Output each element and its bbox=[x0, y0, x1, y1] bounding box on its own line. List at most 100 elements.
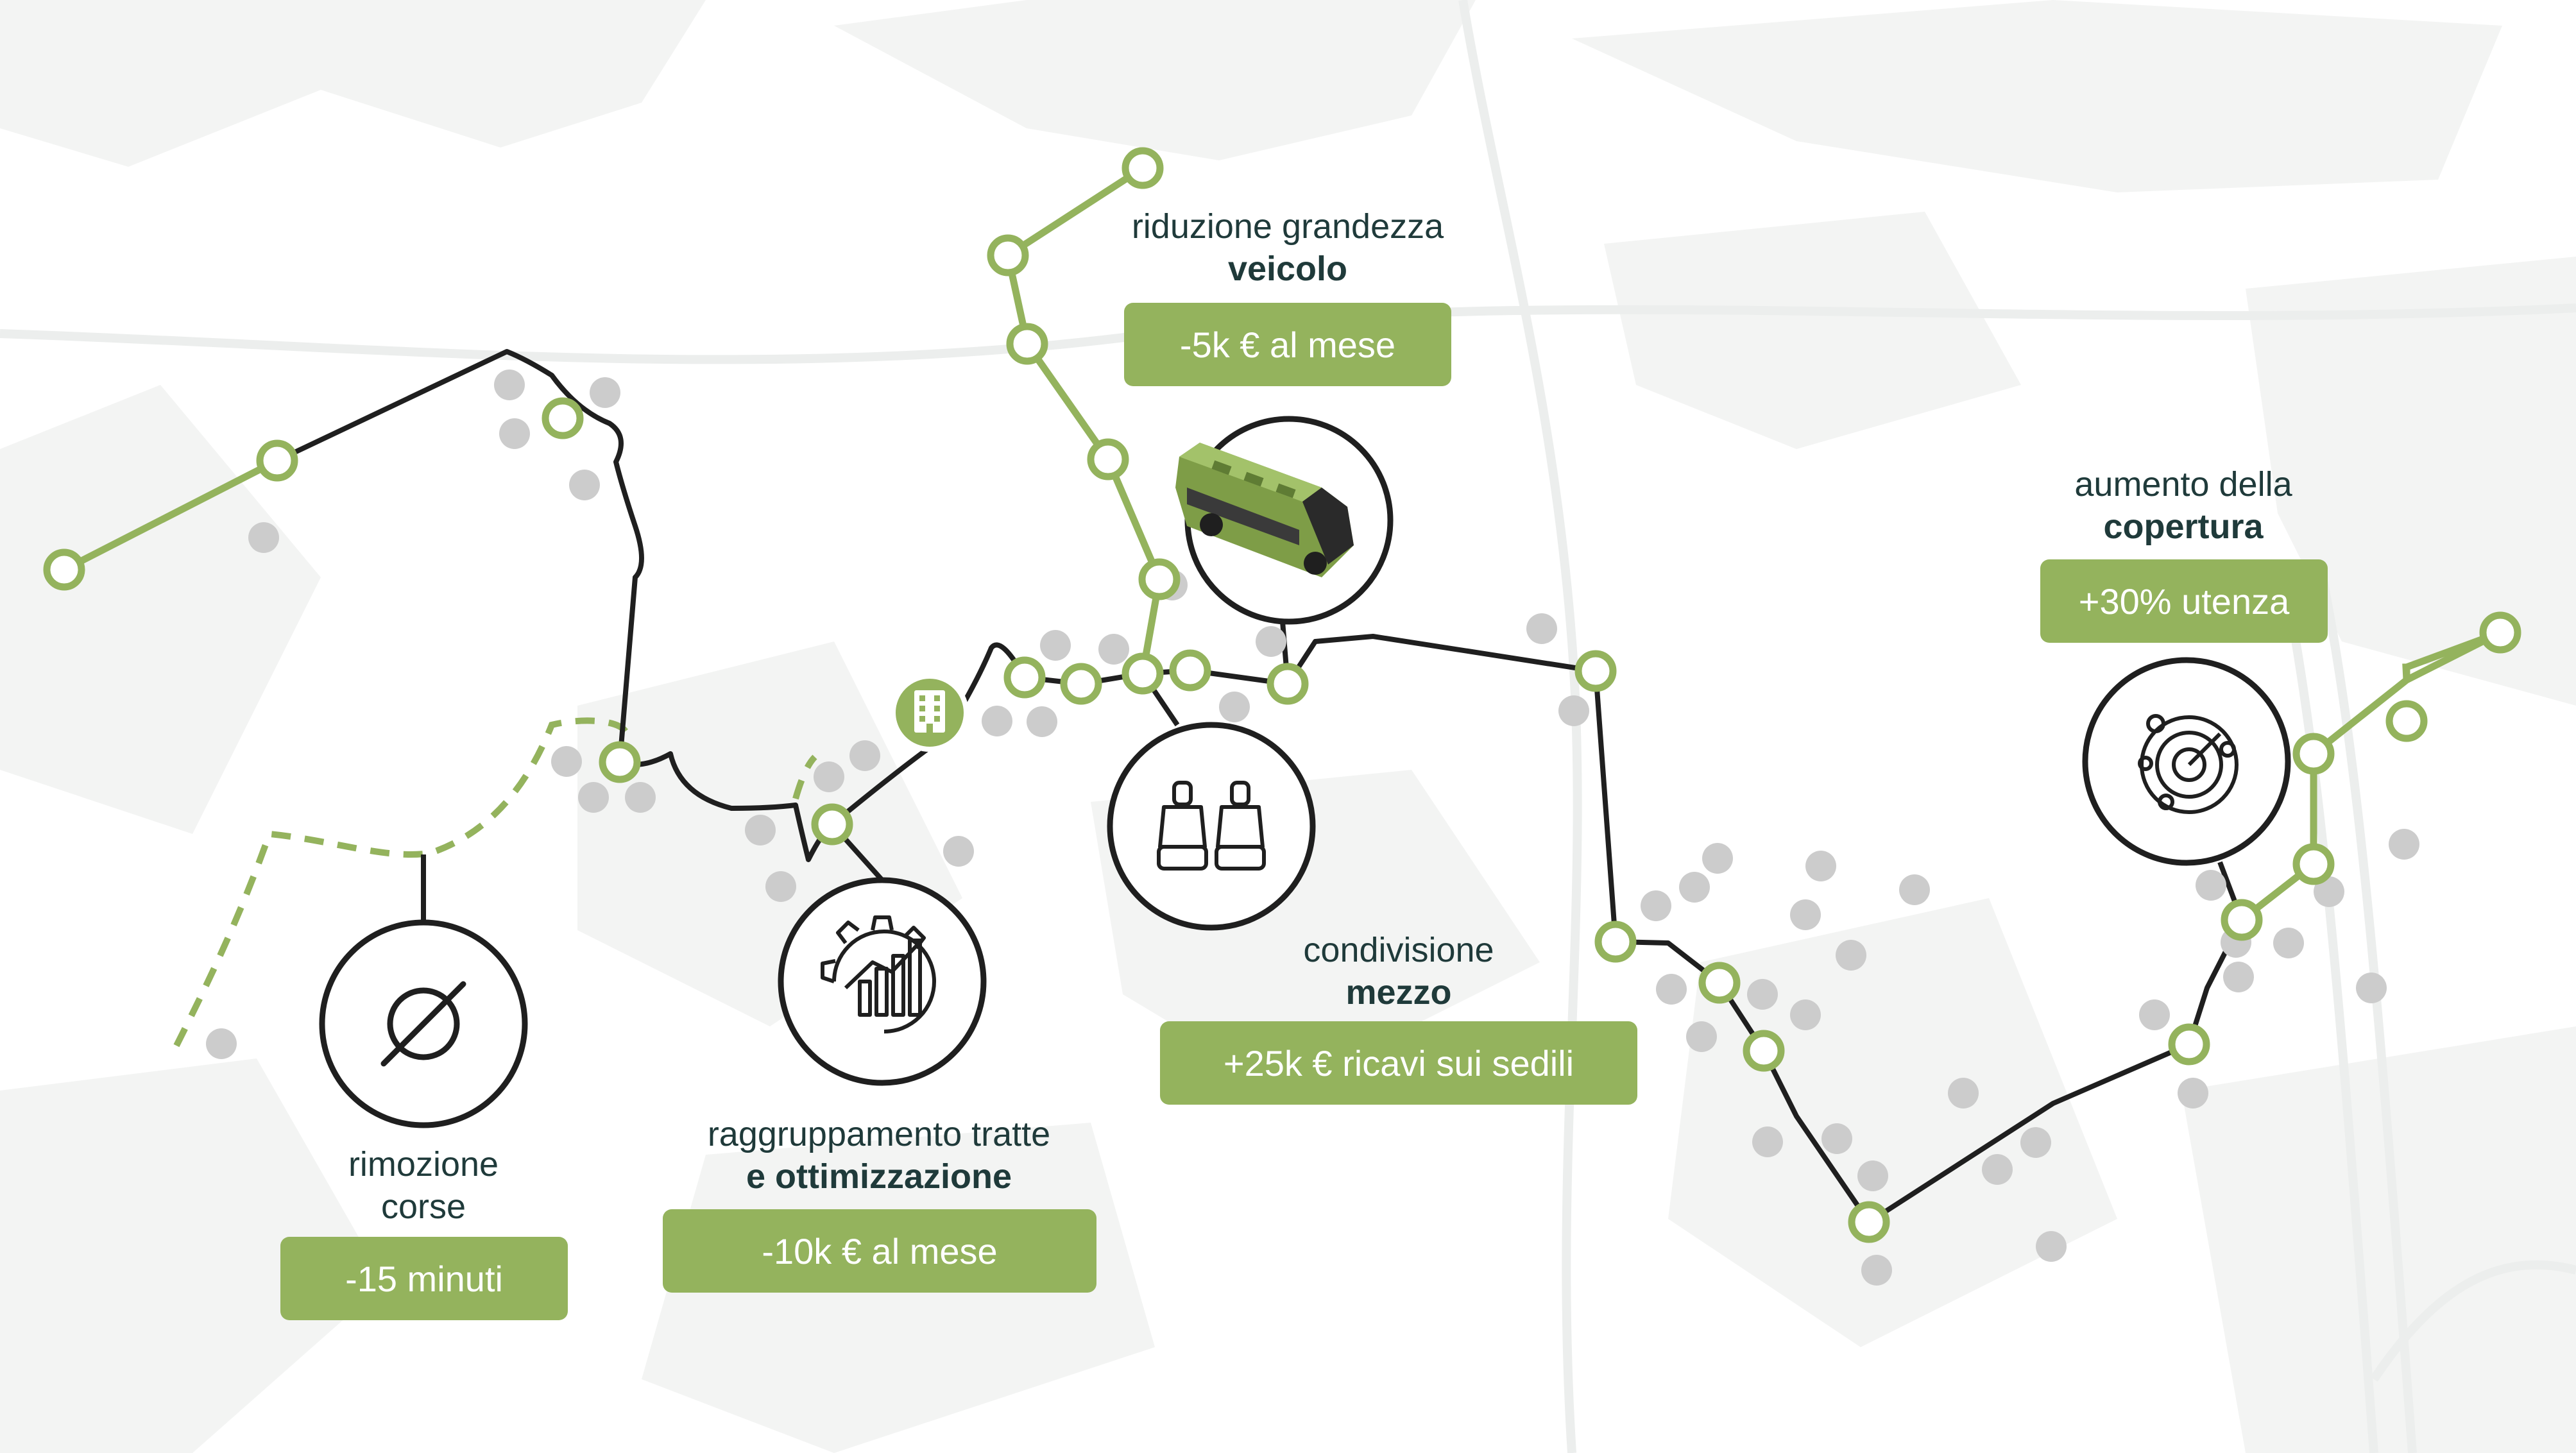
gray-stop bbox=[2178, 1078, 2208, 1109]
gray-stop bbox=[849, 740, 880, 771]
label-condivisione-line1: condivisione bbox=[1303, 931, 1494, 969]
gray-stop bbox=[2314, 876, 2344, 907]
label-riduzione: riduzione grandezza veicolo bbox=[1031, 205, 1544, 290]
gray-stop bbox=[1747, 979, 1778, 1010]
removed-route-dashed bbox=[173, 717, 817, 1048]
icon-circle-raggruppamento bbox=[778, 877, 987, 1086]
gray-stop bbox=[2139, 999, 2170, 1030]
gray-stop bbox=[1558, 695, 1589, 726]
route-stop bbox=[1122, 147, 1164, 189]
icon-circle-condivisione bbox=[1107, 722, 1316, 931]
bus-icon bbox=[1175, 443, 1354, 577]
label-rimozione-line2: corse bbox=[380, 1187, 466, 1226]
gray-stop bbox=[1948, 1078, 1979, 1109]
value-pill-raggruppamento: -10k € al mese bbox=[663, 1209, 1096, 1293]
label-riduzione-line2: veicolo bbox=[1227, 250, 1348, 288]
gray-stop bbox=[2036, 1231, 2067, 1262]
building-marker bbox=[891, 674, 969, 752]
route-stop bbox=[1169, 649, 1211, 692]
icon-circle-rimozione bbox=[319, 919, 528, 1128]
gray-stop bbox=[745, 815, 776, 845]
gray-stop bbox=[494, 370, 525, 400]
route-stop bbox=[1138, 558, 1181, 600]
route-stop bbox=[2221, 899, 2263, 941]
gray-stop bbox=[551, 746, 582, 777]
route-stop bbox=[2292, 733, 2335, 775]
gray-stop bbox=[1790, 999, 1821, 1030]
empty-set-icon bbox=[380, 981, 466, 1067]
gray-stop bbox=[1836, 940, 1866, 971]
label-aumento-line1: aumento della bbox=[2074, 465, 2292, 504]
main-route-line bbox=[275, 349, 2244, 1225]
gray-stop bbox=[206, 1028, 237, 1059]
label-rimozione-line1: rimozione bbox=[348, 1145, 499, 1184]
label-riduzione-line1: riduzione grandezza bbox=[1131, 207, 1444, 246]
gray-stop bbox=[1899, 874, 1930, 905]
route-stop bbox=[599, 741, 641, 783]
building-icon bbox=[914, 690, 945, 733]
route-stop bbox=[1743, 1030, 1785, 1072]
radar-location-icon bbox=[2138, 714, 2239, 814]
value-pill-riduzione: -5k € al mese bbox=[1124, 303, 1451, 386]
icon-circle-riduzione bbox=[1175, 416, 1394, 625]
value-pill-aumento: +30% utenza bbox=[2040, 559, 2328, 643]
gray-stop bbox=[1219, 692, 1250, 722]
gray-stop bbox=[1861, 1255, 1892, 1286]
route-stop bbox=[1574, 650, 1617, 692]
gray-stop bbox=[1027, 706, 1057, 737]
gear-chart-icon bbox=[821, 915, 936, 1033]
gray-stop bbox=[499, 418, 530, 449]
gray-stop bbox=[625, 782, 656, 813]
gray-stop bbox=[2273, 928, 2304, 958]
route-stop bbox=[2479, 611, 2521, 654]
gray-stop bbox=[1790, 899, 1821, 930]
gray-stop bbox=[1679, 872, 1710, 903]
gray-stop bbox=[578, 782, 609, 813]
gray-stop bbox=[1686, 1021, 1717, 1052]
route-stop bbox=[256, 439, 298, 482]
route-stop bbox=[2292, 843, 2335, 885]
gray-stop bbox=[2356, 973, 2387, 1003]
gray-stop bbox=[248, 522, 279, 553]
gray-stop bbox=[1656, 974, 1687, 1005]
gray-stop bbox=[2196, 870, 2226, 901]
route-stop bbox=[1848, 1201, 1890, 1243]
label-raggruppamento-line1: raggruppamento tratte bbox=[707, 1115, 1051, 1153]
route-stop bbox=[1698, 962, 1741, 1004]
label-condivisione-line2: mezzo bbox=[1345, 973, 1452, 1012]
route-stop bbox=[1006, 323, 1048, 365]
gray-stop bbox=[1805, 851, 1836, 881]
gray-stop bbox=[1641, 890, 1671, 921]
gray-stop bbox=[1526, 613, 1557, 644]
gray-stop bbox=[1821, 1123, 1852, 1154]
route-stop bbox=[1060, 663, 1102, 705]
icon-circle-aumento bbox=[2082, 657, 2291, 866]
car-seats-icon bbox=[1157, 781, 1266, 871]
gray-stop bbox=[1702, 843, 1733, 874]
gray-stop bbox=[982, 706, 1012, 736]
gray-stop bbox=[765, 871, 796, 902]
value-pill-condivisione: +25k € ricavi sui sedili bbox=[1160, 1021, 1637, 1105]
removed-route-segment bbox=[792, 754, 817, 800]
route-stop bbox=[43, 548, 85, 591]
gray-stop bbox=[1857, 1160, 1888, 1191]
value-pill-rimozione: -15 minuti bbox=[280, 1237, 568, 1320]
gray-stop bbox=[1752, 1126, 1783, 1157]
label-aumento: aumento della copertura bbox=[1927, 463, 2440, 548]
label-condivisione: condivisione mezzo bbox=[1142, 929, 1655, 1014]
route-stop bbox=[1267, 663, 1309, 705]
route-stop bbox=[1122, 652, 1164, 695]
route-stop bbox=[1003, 656, 1046, 699]
green-route-segment bbox=[62, 457, 279, 573]
route-stop bbox=[2385, 700, 2428, 742]
route-stop bbox=[2168, 1023, 2210, 1066]
route-stop bbox=[1087, 438, 1129, 480]
gray-stop bbox=[2389, 829, 2419, 860]
route-stop bbox=[987, 234, 1029, 276]
gray-stop bbox=[2020, 1127, 2051, 1158]
gray-stop bbox=[569, 470, 600, 500]
gray-stop bbox=[1040, 630, 1071, 661]
route-stop bbox=[542, 397, 584, 439]
